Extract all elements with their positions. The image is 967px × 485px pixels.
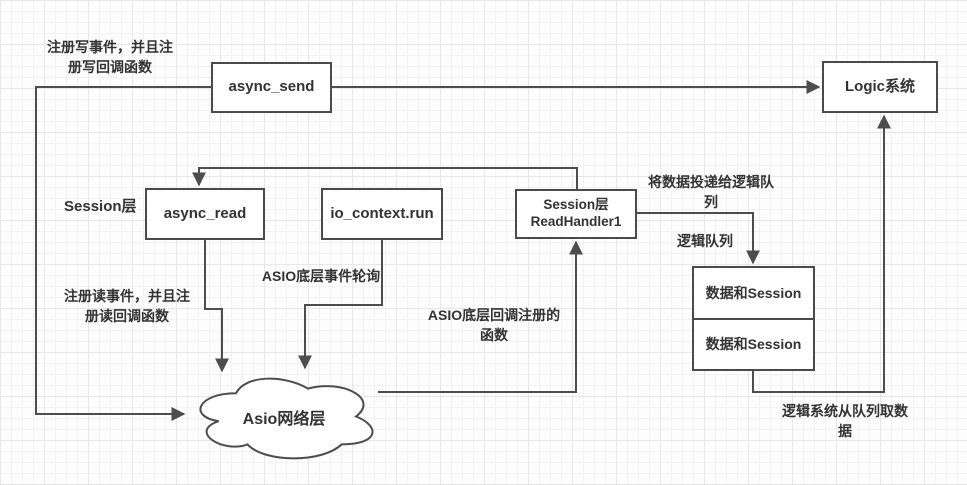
edge-async-send-to-asio-cloud xyxy=(35,86,211,421)
annotation-asio-callback: ASIO底层回调注册的 函数 xyxy=(427,307,561,343)
annotation-post-to-logic-queue: 将数据投递给逻辑队 列 xyxy=(648,174,774,210)
node-session-read-handler: Session层 ReadHandler1 xyxy=(515,189,637,239)
annotation-register-read: 注册读事件，并且注 册读回调函数 xyxy=(64,288,190,324)
annotation-asio-event-poll: ASIO底层事件轮询 xyxy=(261,268,381,284)
annotation-session-layer: Session层 xyxy=(64,198,137,215)
node-async-read-label: async_read xyxy=(163,204,247,222)
node-logic-system: Logic系统 xyxy=(822,61,938,113)
queue-item-2-label: 数据和Session xyxy=(705,336,802,353)
annotation-register-write: 注册写事件，并且注 册写回调函数 xyxy=(47,39,173,75)
node-async-send: async_send xyxy=(211,62,332,113)
edge-queue-to-logic-system xyxy=(752,114,891,393)
node-async-send-label: async_send xyxy=(228,78,315,96)
queue-item-1-label: 数据和Session xyxy=(705,284,802,301)
edge-async-read-to-asio-cloud xyxy=(204,240,229,373)
annotation-logic-queue: 逻辑队列 xyxy=(677,233,733,249)
asio-cloud-shape xyxy=(199,377,374,460)
node-session-read-handler-label: Session层 ReadHandler1 xyxy=(530,197,622,229)
node-logic-system-label: Logic系统 xyxy=(845,77,915,95)
queue-item-1: 数据和Session xyxy=(694,268,813,320)
annotation-logic-fetch: 逻辑系统从队列取数 据 xyxy=(782,403,908,439)
edge-read-handler-to-async-read xyxy=(192,167,578,189)
edge-read-handler-to-queue xyxy=(637,212,760,265)
logic-queue-stack: 数据和Session 数据和Session xyxy=(692,266,815,371)
node-async-read: async_read xyxy=(145,188,265,240)
node-io-context-run: io_context.run xyxy=(321,188,443,240)
edge-io-context-to-asio-cloud xyxy=(298,240,383,370)
node-io-context-run-label: io_context.run xyxy=(330,204,434,222)
asio-cloud-label: Asio网络层 xyxy=(242,411,326,428)
edge-asio-cloud-to-read-handler xyxy=(378,240,583,393)
queue-item-2: 数据和Session xyxy=(694,320,813,370)
